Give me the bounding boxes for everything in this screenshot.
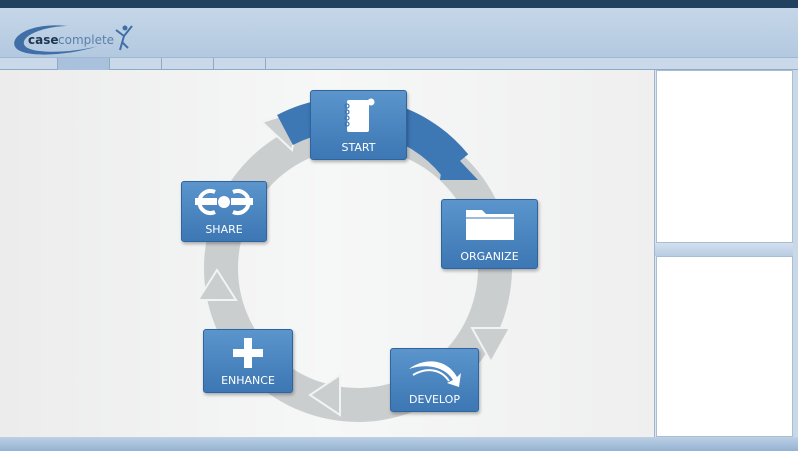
notebook-icon [343,98,374,132]
tab-2[interactable] [58,58,110,70]
step-label: ENHANCE [221,374,275,387]
connector-icon [195,189,253,215]
window-right-edge [793,70,798,437]
svg-text:complete: complete [58,33,114,47]
swoosh-arrow-icon [408,361,461,387]
tab-strip [0,58,798,70]
step-label: SHARE [205,223,243,236]
tab-5[interactable] [214,58,266,70]
tab-3[interactable] [110,58,162,70]
step-start[interactable]: START [310,90,407,160]
step-label: START [341,141,376,154]
step-develop[interactable]: DEVELOP [390,348,479,412]
folder-icon [465,210,514,240]
right-panel-bottom [656,256,793,437]
casecomplete-logo: case complete [14,25,133,55]
status-bar [0,437,798,451]
panel-splitter[interactable] [655,243,798,256]
step-label: ORGANIZE [460,250,519,263]
step-organize[interactable]: ORGANIZE [441,199,538,269]
tab-4[interactable] [162,58,214,70]
step-enhance[interactable]: ENHANCE [203,329,293,393]
step-label: DEVELOP [409,393,460,406]
right-panel-top [656,70,793,243]
tab-1[interactable] [0,58,58,70]
svg-text:case: case [28,33,59,47]
plus-icon [233,338,263,368]
step-share[interactable]: SHARE [181,181,267,242]
window-top-bar [0,0,798,8]
app-header: case complete [0,8,798,58]
